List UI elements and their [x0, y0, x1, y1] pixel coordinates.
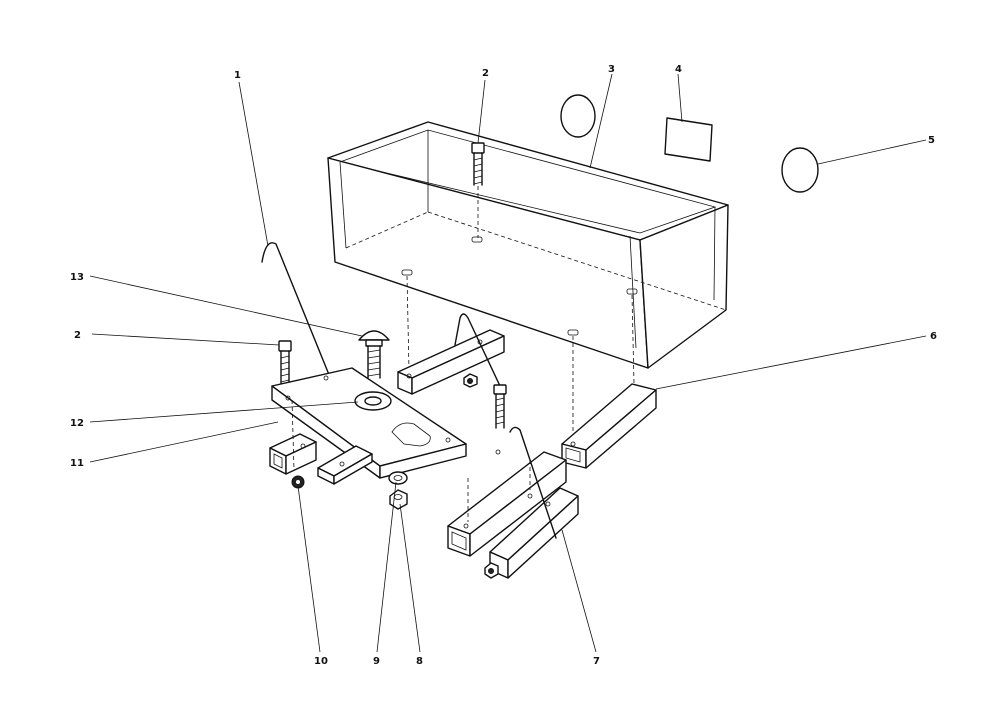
decal-plate [664, 117, 713, 162]
bolt-left [278, 340, 292, 385]
callout-4: 4 [675, 64, 682, 75]
tube-lower-long [447, 451, 567, 557]
leader-lines [89, 73, 927, 653]
reflector-left [560, 94, 596, 138]
bracket-channel [484, 487, 579, 579]
callout-5: 5 [928, 135, 935, 146]
callout-10: 10 [314, 656, 328, 667]
bolt-right [493, 384, 507, 429]
callout-13: 13 [70, 272, 84, 283]
callout-labels: 1 2 2 3 4 5 6 7 8 9 10 11 12 13 [70, 64, 937, 667]
alignment-lines [406, 275, 635, 440]
tray-box [327, 121, 729, 369]
bracket-rod [509, 426, 557, 539]
reflector-right [781, 147, 819, 193]
callout-9: 9 [373, 656, 380, 667]
carriage-bolt [358, 330, 390, 379]
washer-and-nut [388, 471, 408, 510]
callout-8: 8 [416, 656, 423, 667]
drop-line-left [291, 399, 295, 471]
callout-6: 6 [930, 331, 937, 342]
bolt-top [471, 142, 485, 238]
callout-7: 7 [593, 656, 600, 667]
callout-2-top: 2 [482, 68, 489, 79]
callout-1: 1 [234, 70, 241, 81]
callout-12: 12 [70, 418, 84, 429]
callout-2-left: 2 [74, 330, 81, 341]
tube-right [561, 383, 657, 469]
long-rod [261, 242, 337, 393]
callout-3: 3 [608, 64, 615, 75]
callout-11: 11 [70, 458, 84, 469]
upper-tube [397, 313, 505, 395]
